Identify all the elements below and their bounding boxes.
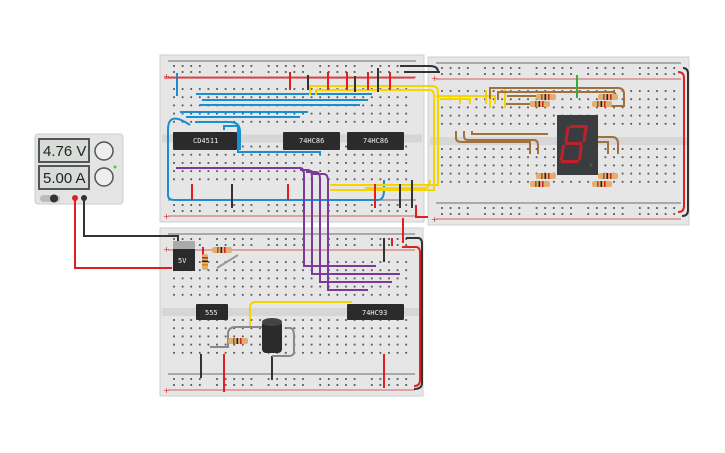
resistor[interactable]: [592, 101, 612, 107]
resistor[interactable]: [536, 94, 556, 100]
resistor[interactable]: [592, 181, 612, 187]
voltage-knob[interactable]: [94, 141, 114, 161]
electrolytic-capacitor[interactable]: [262, 318, 282, 353]
yellow-wires: [249, 85, 506, 327]
rail-plus-label: +: [163, 72, 170, 81]
resistor[interactable]: [530, 181, 550, 187]
segment-b: [582, 127, 588, 142]
chip-label: CD4511: [193, 137, 218, 145]
current-knob[interactable]: [94, 167, 114, 187]
power-switch-knob: [50, 194, 58, 203]
trimmer-lead: [216, 254, 239, 269]
segment-e: [559, 145, 565, 160]
cc-indicator-icon: [113, 165, 117, 169]
resistor[interactable]: [536, 173, 556, 179]
resistor[interactable]: [598, 94, 618, 100]
rail-plus-label: +: [163, 245, 170, 254]
resistor[interactable]: [530, 101, 550, 107]
segment-g: [565, 142, 583, 145]
rail-plus-label: +: [431, 74, 438, 83]
decimal-point: [589, 163, 593, 167]
rail-plus-label: +: [431, 215, 438, 224]
seven-segment-digit: 8: [0, 0, 10, 4]
chip-74hc86-1[interactable]: 74HC86: [283, 132, 340, 150]
chip-cd4511[interactable]: CD4511: [173, 132, 237, 150]
seven-segment-display[interactable]: 8: [0, 0, 598, 175]
supply-wires: [74, 198, 179, 269]
rail-plus-label: +: [163, 386, 170, 395]
purple-wires: [176, 167, 400, 291]
breadboard-holes: [173, 65, 408, 212]
chip-label: 555: [205, 309, 218, 317]
segment-a: [569, 125, 588, 128]
power-supply[interactable]: 4.76 V 5.00 A: [34, 133, 124, 205]
chip-555[interactable]: 555: [196, 304, 228, 320]
resistor[interactable]: [212, 247, 232, 253]
segment-f: [564, 127, 570, 142]
chip-label: 74HC86: [299, 137, 324, 145]
segment-c: [577, 145, 583, 160]
voltage-regulator[interactable]: 5V: [173, 241, 195, 271]
current-display: [38, 165, 90, 190]
current-readout: 5.00 A: [43, 170, 86, 187]
blue-wires: [167, 73, 385, 201]
chip-74hc86-2[interactable]: 74HC86: [347, 132, 404, 150]
rail-plus-label: +: [163, 212, 170, 221]
voltage-readout: 4.76 V: [43, 143, 86, 160]
chip-label: 74HC86: [363, 137, 388, 145]
resistor[interactable]: [228, 338, 248, 344]
segment-d: [560, 160, 579, 163]
resistor[interactable]: [598, 173, 618, 179]
voltage-display: [38, 138, 90, 163]
chip-label: 74HC93: [362, 309, 387, 317]
power-jumpers: [164, 65, 689, 392]
chip-74hc93[interactable]: 74HC93: [347, 304, 404, 320]
regulator-label: 5V: [178, 257, 187, 265]
resistor[interactable]: [202, 254, 208, 270]
gray-wires: [210, 326, 295, 357]
